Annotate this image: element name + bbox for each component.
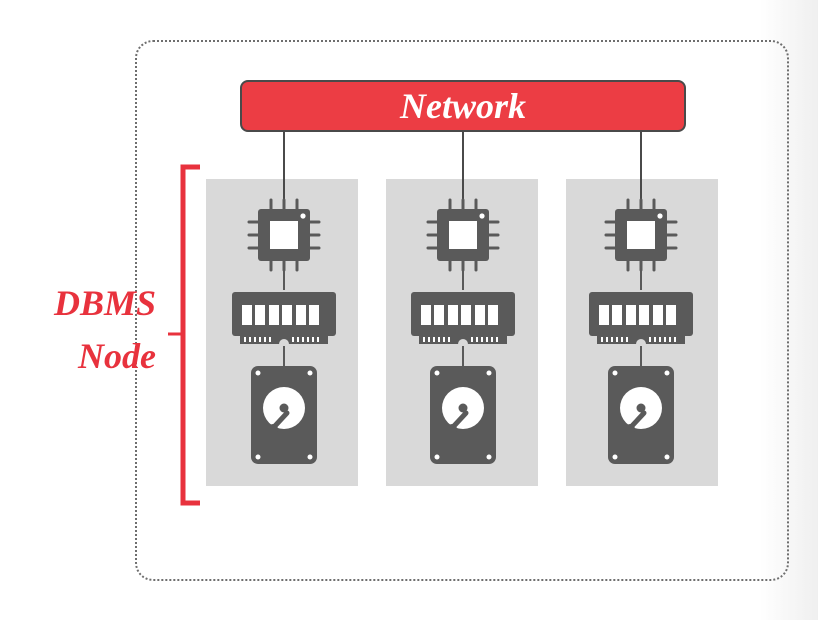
dbms-node-label-line1: DBMS [53, 283, 156, 323]
memory-icon [589, 292, 693, 344]
cpu-icon [247, 198, 321, 272]
network-links [283, 131, 642, 208]
node-3-components [589, 198, 693, 464]
disk-icon [608, 366, 674, 464]
dbms-node-label-line2: Node [78, 336, 156, 376]
cpu-icon [604, 198, 678, 272]
cpu-icon [426, 198, 500, 272]
network-bar: Network [240, 80, 686, 132]
memory-icon [411, 292, 515, 344]
node-1-components [232, 198, 336, 464]
node-2-components [411, 198, 515, 464]
network-label: Network [400, 86, 526, 126]
disk-icon [430, 366, 496, 464]
disk-icon [251, 366, 317, 464]
node-bracket [180, 164, 200, 506]
cluster-boundary [135, 40, 789, 581]
memory-icon [232, 292, 336, 344]
